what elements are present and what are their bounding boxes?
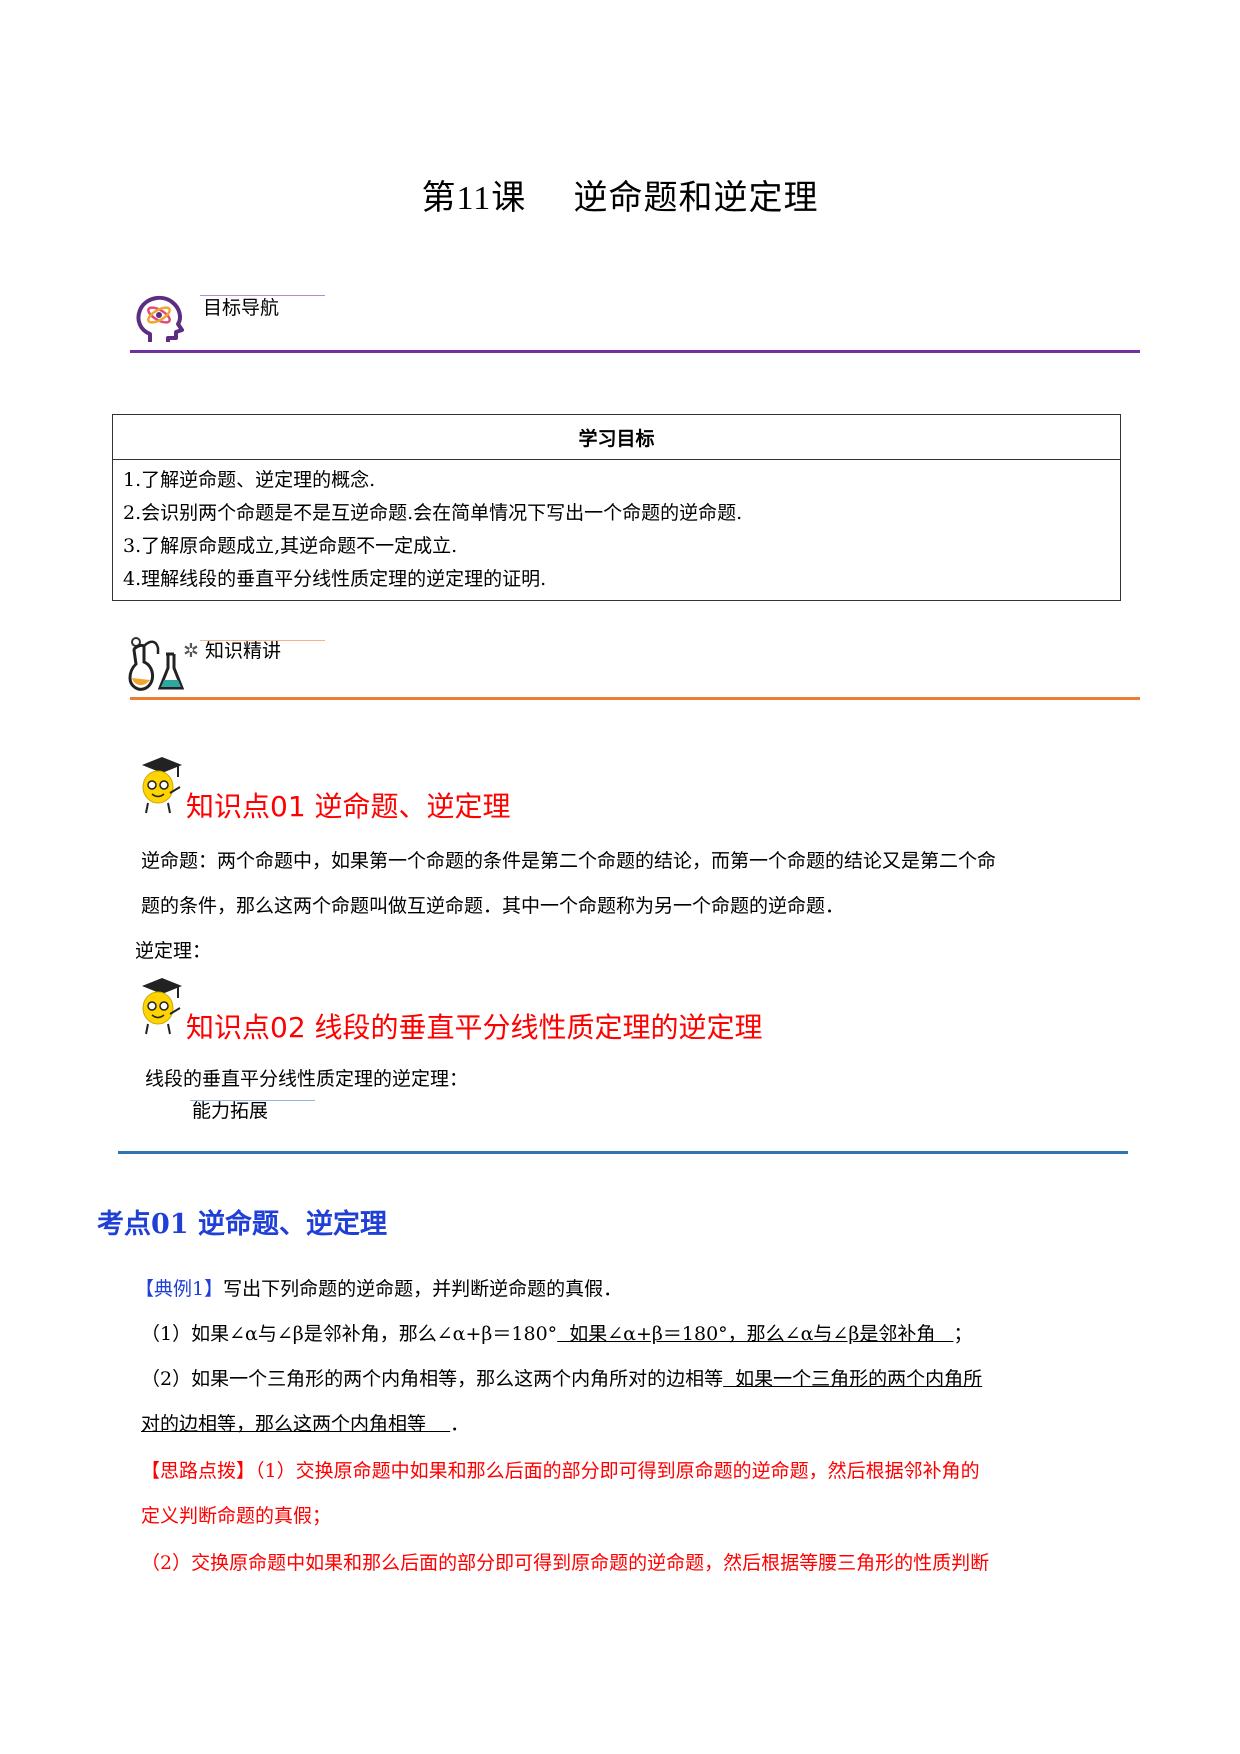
question-line: 对的边相等，那么这两个内角相等 ． (141, 1413, 470, 1435)
answer-underline: 如果∠α+β＝180°，那么∠α与∠β是邻补角 (557, 1323, 954, 1345)
paragraph-line: 题的条件，那么这两个命题叫做互逆命题．其中一个命题称为另一个命题的逆命题． (141, 895, 845, 917)
hint-line: 定义判断命题的真假； (141, 1505, 332, 1527)
page-title: 第11课 逆命题和逆定理 (421, 178, 819, 218)
answer-underline: 如果一个三角形的两个内角所 (723, 1368, 983, 1390)
goals-table: 学习目标 1.了解逆命题、逆定理的概念. 2.会识别两个命题是不是互逆命题.会在… (112, 414, 1121, 601)
brain-atom-icon (130, 290, 190, 350)
question-line: （1）如果∠α与∠β是邻补角，那么∠α+β＝180° 如果∠α+β＝180°，那… (141, 1323, 973, 1345)
hint-line: 【思路点拨】（1）交换原命题中如果和那么后面的部分即可得到原命题的逆命题，然后根… (141, 1460, 980, 1482)
paragraph-line: 逆定理： (135, 940, 212, 962)
goal-item: 1.了解逆命题、逆定理的概念. (123, 469, 376, 491)
goals-header: 学习目标 (112, 414, 1121, 460)
section-short-line (190, 1100, 315, 1101)
exam-point-title: 考点01 逆命题、逆定理 (97, 1209, 387, 1240)
knowledge-point-title: 知识点01 逆命题、逆定理 (186, 790, 511, 823)
paragraph-line: 逆命题：两个命题中，如果第一个命题的条件是第二个命题的结论，而第一个命题的结论又… (141, 850, 997, 872)
section-divider-orange (130, 697, 1140, 700)
hint-label: 【思路点拨】 (141, 1460, 256, 1482)
section-divider-blue (118, 1151, 1128, 1154)
example-line: 【典例1】写出下列命题的逆命题，并判断逆命题的真假． (135, 1278, 623, 1300)
section-label-goals: 目标导航 (203, 297, 280, 319)
section-label-knowledge: ✲ 知识精讲 (183, 640, 281, 662)
goal-item: 3.了解原命题成立,其逆命题不一定成立. (123, 535, 458, 557)
goal-item: 4.理解线段的垂直平分线性质定理的逆定理的证明. (123, 568, 547, 590)
sparkle-icon: ✲ (183, 640, 199, 662)
goals-items: 1.了解逆命题、逆定理的概念. 2.会识别两个命题是不是互逆命题.会在简单情况下… (112, 459, 1121, 601)
scholar-mascot-icon (138, 757, 182, 815)
paragraph-line: 线段的垂直平分线性质定理的逆定理： (145, 1068, 469, 1090)
section-label-ability: 能力拓展 (192, 1100, 269, 1122)
example-label: 【典例1】 (135, 1278, 224, 1300)
section-short-line (200, 295, 325, 296)
section-short-line (200, 640, 325, 641)
question-line: （2）如果一个三角形的两个内角相等，那么这两个内角所对的边相等 如果一个三角形的… (141, 1368, 983, 1390)
section-divider-purple (130, 350, 1140, 353)
answer-underline: 对的边相等，那么这两个内角相等 (141, 1413, 451, 1435)
goal-item: 2.会识别两个命题是不是互逆命题.会在简单情况下写出一个命题的逆命题. (123, 502, 743, 524)
knowledge-point-title: 知识点02 线段的垂直平分线性质定理的逆定理 (186, 1011, 763, 1044)
lab-flask-icon (128, 636, 188, 694)
scholar-mascot-icon (138, 978, 182, 1036)
hint-line: （2）交换原命题中如果和那么后面的部分即可得到原命题的逆命题，然后根据等腰三角形… (141, 1552, 990, 1574)
